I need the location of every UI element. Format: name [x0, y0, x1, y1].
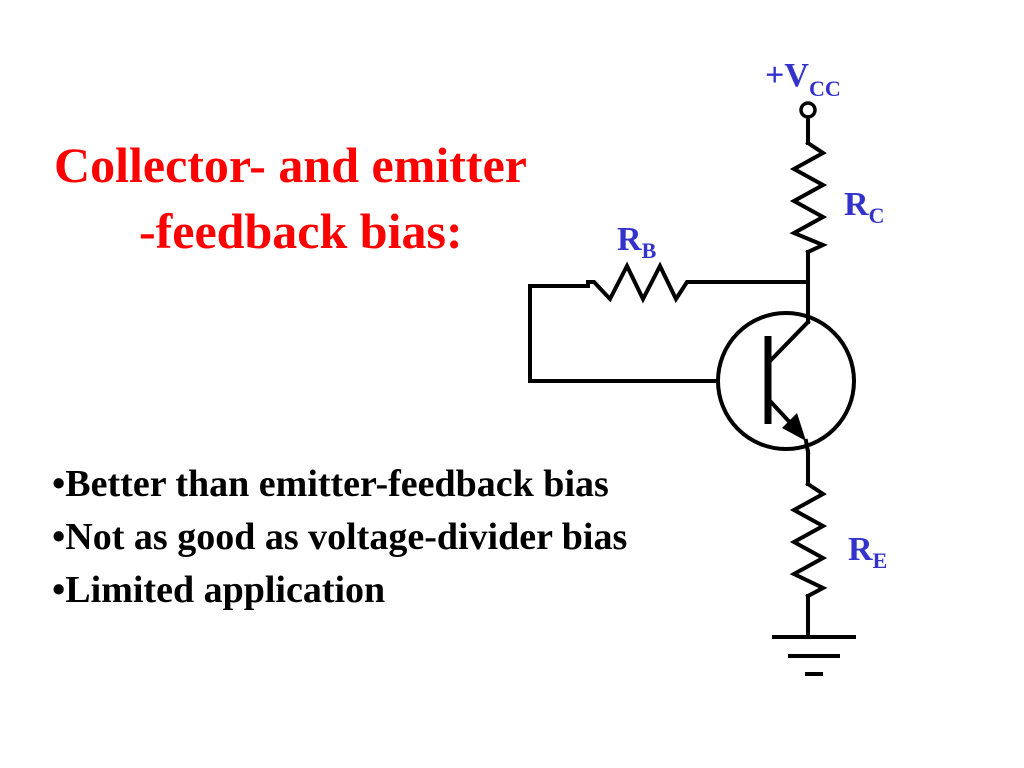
bullet-item: •Limited application [52, 569, 386, 611]
ground-icon [772, 635, 856, 676]
collector-resistor [789, 140, 828, 255]
re-label: RE [848, 531, 887, 573]
bullet-item: •Not as good as voltage-divider bias [52, 516, 628, 558]
rb-label: RB [617, 221, 657, 263]
title-line-2: -feedback bias: [139, 203, 463, 259]
rc-label: RC [844, 186, 884, 228]
bullet-item: •Better than emitter-feedback bias [52, 463, 609, 505]
emitter-arrow-icon [782, 413, 806, 441]
vcc-terminal [799, 101, 817, 119]
bullet-list: •Better than emitter-feedback bias •Not … [52, 458, 627, 617]
base-resistor [586, 261, 702, 304]
slide-title: Collector- and emitter -feedback bias: [54, 132, 614, 264]
transistor-collector-lead [767, 319, 811, 364]
vcc-label: +VCC [765, 57, 841, 101]
title-line-1: Collector- and emitter [54, 137, 527, 193]
base-feedback-wire [528, 284, 720, 383]
emitter-resistor [789, 481, 828, 599]
transistor-body [716, 311, 856, 451]
